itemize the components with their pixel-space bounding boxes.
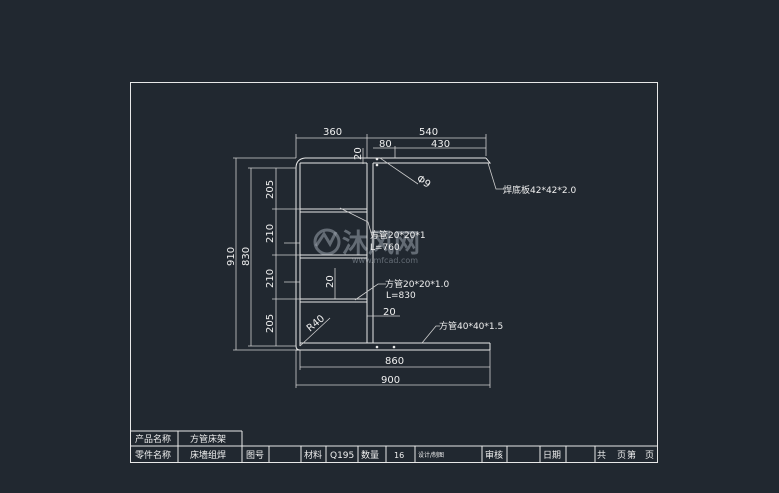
tb-value-material: Q195	[330, 451, 354, 461]
tb-value-qty: 16	[394, 451, 404, 460]
right-post	[366, 163, 374, 343]
top-rail	[300, 157, 486, 164]
tb-label-product: 产品名称	[135, 433, 171, 445]
tb-label-page: 页	[617, 450, 626, 461]
tb-label-material: 材料	[304, 449, 322, 461]
dim-top-360: 360	[323, 127, 342, 138]
dim-205-lower: 205	[265, 314, 276, 333]
dim-860: 860	[385, 356, 404, 367]
dim-205-upper: 205	[265, 180, 276, 199]
callout-tube-upper-a: 方管20*20*1	[370, 229, 426, 241]
hole-bottom-2	[392, 345, 396, 349]
sheet-frame	[130, 82, 658, 463]
dim-210-lower: 210	[265, 269, 276, 288]
tb-label-design: 设计/制图	[418, 451, 444, 459]
watermark-logo-icon	[313, 228, 341, 256]
bottom-tube	[296, 342, 491, 351]
dim-910: 910	[226, 247, 237, 266]
hole-top-1	[375, 157, 379, 161]
cross-tube-1	[300, 208, 367, 213]
tb-value-product: 方管床架	[190, 433, 226, 445]
dim-top-80: 80	[379, 139, 392, 150]
left-post	[295, 163, 301, 346]
callout-plate: 焊底板42*42*2.0	[503, 184, 576, 196]
dim-top-20: 20	[353, 147, 364, 160]
tb-label-page2: 页	[645, 450, 654, 461]
watermark: 沐风网 www.mfcad.com	[313, 228, 420, 265]
cross-tube-2	[300, 254, 367, 259]
watermark-url: www.mfcad.com	[352, 256, 418, 265]
dim-830: 830	[241, 247, 252, 266]
dim-20-low: 20	[383, 307, 396, 318]
dim-20-mid: 20	[325, 275, 336, 288]
tb-label-drawing-no: 图号	[246, 450, 264, 461]
dim-210-upper: 210	[265, 224, 276, 243]
hole-top-2	[375, 163, 379, 167]
callouts: 焊底板42*42*2.0 方管20*20*1 L=760 方管20*20*1.0…	[339, 162, 576, 344]
tb-label-part: 零件名称	[135, 449, 171, 461]
hole-bottom-1	[375, 345, 379, 349]
watermark-brand: 沐风网	[342, 229, 420, 259]
bed-frame-drawing	[284, 157, 492, 351]
dim-900: 900	[381, 375, 400, 386]
callout-tube-mid-a: 方管20*20*1.0	[385, 278, 449, 290]
dimensions: 360 540 430 80 20 Φ9 910 830 205 210 210…	[226, 127, 491, 388]
dim-top-540: 540	[419, 127, 438, 138]
cross-tube-3	[300, 298, 367, 303]
title-block: 产品名称 方管床架 零件名称 床墙组焊 图号 材料 Q195 数量 16 设计/…	[130, 430, 657, 462]
tb-label-review: 审核	[485, 449, 503, 461]
dim-phi9: Φ9	[414, 173, 432, 190]
callout-tube-upper-b: L=760	[370, 243, 400, 253]
callout-tube-bottom: 方管40*40*1.5	[439, 320, 503, 332]
tb-value-part: 床墙组焊	[190, 449, 226, 461]
tb-label-sheet: 第	[627, 449, 636, 461]
callout-tube-mid-b: L=830	[386, 291, 416, 301]
dim-top-430: 430	[431, 139, 450, 150]
tb-label-qty: 数量	[361, 449, 379, 461]
tb-label-date: 日期	[543, 450, 561, 461]
tb-label-total: 共	[597, 450, 606, 461]
